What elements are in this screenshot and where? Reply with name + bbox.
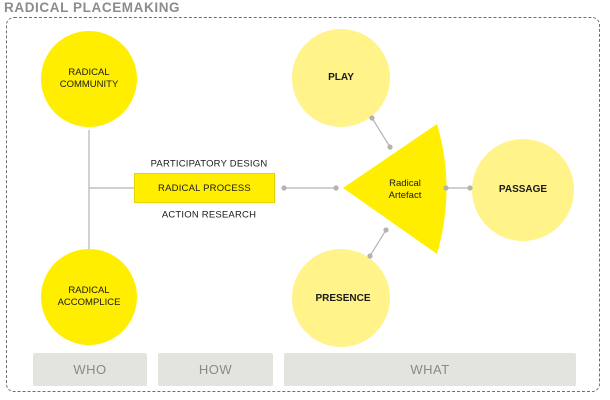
- connector-dot: [443, 185, 449, 191]
- column-what: WHAT: [284, 353, 576, 386]
- radical-process-label: RADICAL PROCESS: [158, 182, 251, 194]
- radical-accomplice-label: RADICAL ACCOMPLICE: [57, 285, 121, 308]
- column-who-label: WHO: [73, 362, 107, 377]
- radical-process-box: RADICAL PROCESS: [134, 173, 275, 203]
- passage-node: [472, 139, 574, 241]
- connector-dots: [281, 115, 473, 259]
- diagram-frame: [6, 17, 600, 392]
- passage-label: PASSAGE: [498, 184, 548, 195]
- participatory-design-label: PARTICIPATORY DESIGN: [150, 158, 268, 170]
- page-title: RADICAL PLACEMAKING: [4, 0, 181, 15]
- connector-dot: [369, 115, 375, 121]
- action-research-label: ACTION RESEARCH: [161, 209, 257, 221]
- play-label: PLAY: [328, 72, 354, 83]
- connectors: [88, 117, 470, 257]
- radical-artefact-shape: [343, 124, 447, 254]
- radical-accomplice-node: [41, 249, 137, 345]
- radical-community-label: RADICAL COMMUNITY: [59, 67, 119, 90]
- connector-dot: [383, 227, 389, 233]
- column-how: HOW: [158, 353, 273, 386]
- column-who: WHO: [33, 353, 147, 386]
- connector-dot: [367, 253, 373, 259]
- connector-dot: [281, 185, 287, 191]
- play-node: [292, 29, 390, 127]
- connector-dot: [333, 185, 339, 191]
- presence-node: [292, 249, 390, 347]
- artefact-to-presence-connector: [369, 229, 387, 257]
- column-what-label: WHAT: [410, 362, 450, 377]
- column-how-label: HOW: [198, 362, 233, 377]
- connector-dot: [387, 144, 393, 150]
- artefact-to-play-connector: [371, 117, 391, 148]
- radical-community-node: [41, 31, 137, 127]
- presence-label: PRESENCE: [315, 293, 371, 304]
- connector-dot: [467, 185, 473, 191]
- radical-artefact-label: Radical Artefact: [388, 178, 422, 201]
